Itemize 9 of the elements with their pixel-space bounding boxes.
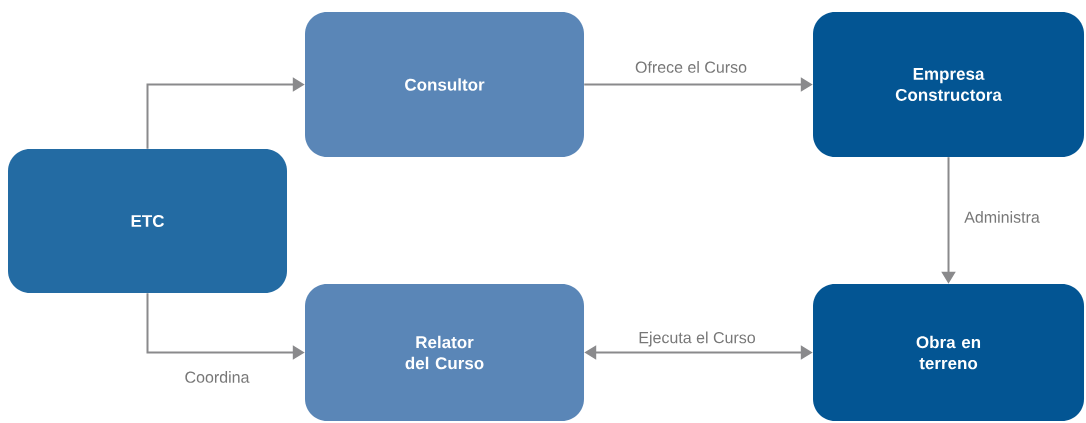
process-box: Relator del Curso [305, 284, 584, 421]
process-box: ETC [8, 149, 287, 293]
edge-label: Coordina [183, 370, 251, 384]
process-box: Empresa Constructora [813, 12, 1084, 157]
edge-label: Administra [963, 210, 1041, 224]
edge-label: Ofrece el Curso [634, 60, 749, 74]
edge-label: Ejecuta el Curso [637, 330, 757, 348]
process-box: Obra en terreno [813, 284, 1084, 421]
process-box: Consultor [305, 12, 584, 157]
